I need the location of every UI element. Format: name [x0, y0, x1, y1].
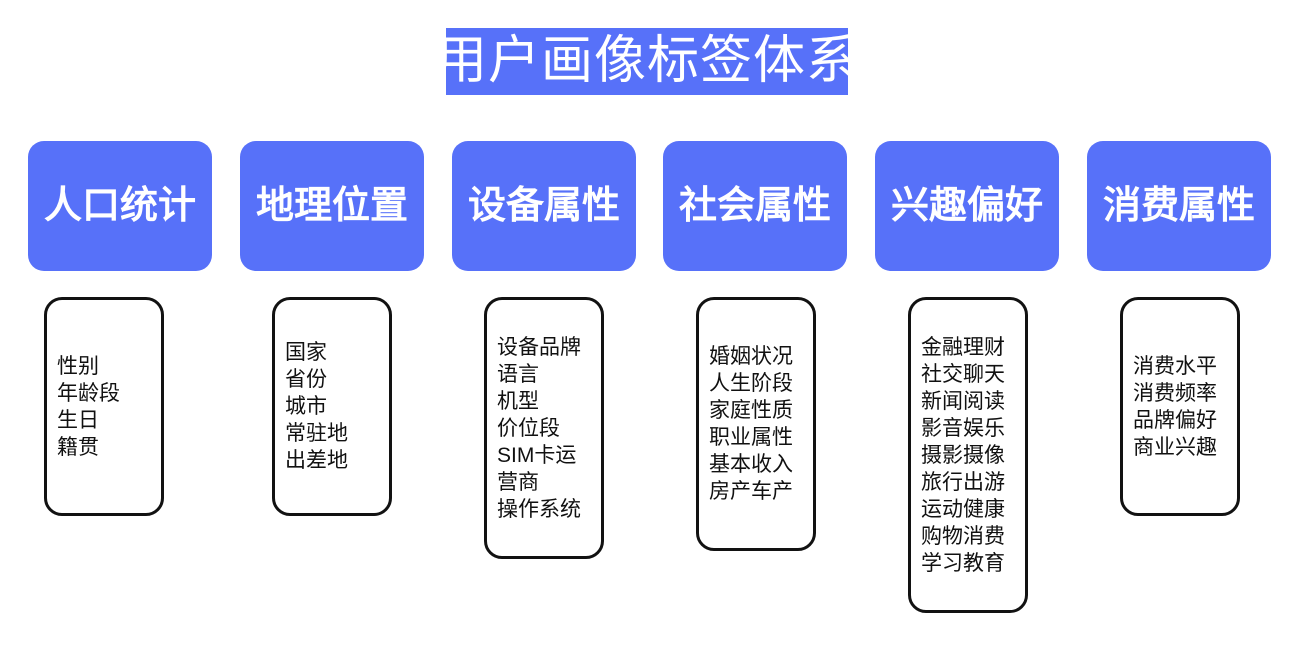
attribute-item: 语言 — [497, 362, 539, 386]
category-column: 社会属性婚姻状况人生阶段家庭性质职业属性基本收入房产车产 — [663, 141, 847, 551]
attribute-item: 职业属性 — [709, 426, 793, 449]
attribute-item: 性别 — [57, 354, 99, 378]
category-header-label: 设备属性 — [467, 185, 620, 227]
attribute-item: 购物消费 — [921, 524, 1005, 548]
category-header-label: 人口统计 — [43, 185, 196, 227]
attribute-list: 婚姻状况人生阶段家庭性质职业属性基本收入房产车产 — [709, 343, 805, 505]
attribute-item: 基本收入 — [709, 453, 793, 476]
attribute-item: 生日 — [57, 408, 99, 432]
category-column: 人口统计性别年龄段生日籍贯 — [28, 141, 212, 516]
attribute-item: 消费水平 — [1133, 354, 1217, 378]
category-header-label: 社会属性 — [678, 185, 831, 227]
attribute-item: 操作系统 — [497, 497, 581, 521]
page-title: 用户画像标签体系 — [435, 32, 860, 90]
attribute-card-6: 消费水平消费频率品牌偏好商业兴趣 — [1120, 297, 1240, 516]
diagram-title-banner: 用户画像标签体系 — [435, 28, 858, 95]
attribute-item: 设备品牌 — [497, 335, 581, 359]
category-column: 消费属性消费水平消费频率品牌偏好商业兴趣 — [1087, 141, 1271, 516]
attribute-item: SIM卡运营商 — [497, 443, 577, 494]
category-header-3[interactable]: 设备属性 — [452, 141, 636, 271]
attribute-item: 金融理财 — [921, 335, 1005, 359]
attribute-item: 家庭性质 — [709, 399, 793, 422]
category-column: 设备属性设备品牌语言机型价位段 SIM卡运营商操作系统 — [452, 141, 636, 559]
attribute-item: 年龄段 — [57, 381, 120, 405]
attribute-list: 消费水平消费频率品牌偏好商业兴趣 — [1133, 353, 1229, 461]
category-header-label: 兴趣偏好 — [890, 185, 1043, 227]
attribute-item: 籍贯 — [57, 435, 99, 459]
attribute-item: 商业兴趣 — [1133, 435, 1217, 459]
category-column: 地理位置国家省份城市常驻地出差地 — [240, 141, 424, 516]
attribute-list: 金融理财社交聊天新闻阅读影音娱乐摄影摄像旅行出游运动健康购物消费学习教育 — [921, 334, 1017, 577]
attribute-card-4: 婚姻状况人生阶段家庭性质职业属性基本收入房产车产 — [696, 297, 816, 551]
attribute-item: 出差地 — [285, 449, 348, 472]
attribute-item: 机型 — [497, 389, 539, 413]
attribute-item: 社交聊天 — [921, 362, 1005, 386]
category-header-2[interactable]: 地理位置 — [240, 141, 424, 271]
attribute-item: 新闻阅读 — [921, 389, 1005, 413]
attribute-item: 学习教育 — [921, 551, 1005, 575]
attribute-item: 省份 — [285, 368, 327, 391]
category-column: 兴趣偏好金融理财社交聊天新闻阅读影音娱乐摄影摄像旅行出游运动健康购物消费学习教育 — [875, 141, 1059, 613]
attribute-list: 性别年龄段生日籍贯 — [57, 353, 153, 461]
attribute-card-2: 国家省份城市常驻地出差地 — [272, 297, 392, 516]
attribute-item: 旅行出游 — [921, 470, 1005, 494]
attribute-item: 房产车产 — [709, 480, 793, 503]
attribute-list: 国家省份城市常驻地出差地 — [285, 339, 381, 474]
attribute-item: 运动健康 — [921, 497, 1005, 521]
category-header-label: 地理位置 — [255, 185, 408, 227]
attribute-item: 常驻地 — [285, 422, 348, 445]
attribute-item: 影音娱乐 — [921, 416, 1005, 440]
category-header-1[interactable]: 人口统计 — [28, 141, 212, 271]
attribute-item: 城市 — [285, 395, 327, 418]
category-header-6[interactable]: 消费属性 — [1087, 141, 1271, 271]
attribute-card-5: 金融理财社交聊天新闻阅读影音娱乐摄影摄像旅行出游运动健康购物消费学习教育 — [908, 297, 1028, 613]
attribute-list: 设备品牌语言机型价位段 SIM卡运营商操作系统 — [497, 334, 593, 523]
attribute-item: 国家 — [285, 341, 327, 364]
attribute-item: 价位段 — [497, 416, 560, 440]
category-header-4[interactable]: 社会属性 — [663, 141, 847, 271]
attribute-card-1: 性别年龄段生日籍贯 — [44, 297, 164, 516]
category-header-5[interactable]: 兴趣偏好 — [875, 141, 1059, 271]
category-header-label: 消费属性 — [1102, 185, 1255, 227]
attribute-item: 品牌偏好 — [1133, 408, 1217, 432]
attribute-item: 摄影摄像 — [921, 443, 1005, 467]
attribute-card-3: 设备品牌语言机型价位段 SIM卡运营商操作系统 — [484, 297, 604, 559]
attribute-item: 人生阶段 — [709, 372, 793, 395]
attribute-item: 婚姻状况 — [709, 345, 793, 368]
attribute-item: 消费频率 — [1133, 381, 1217, 405]
